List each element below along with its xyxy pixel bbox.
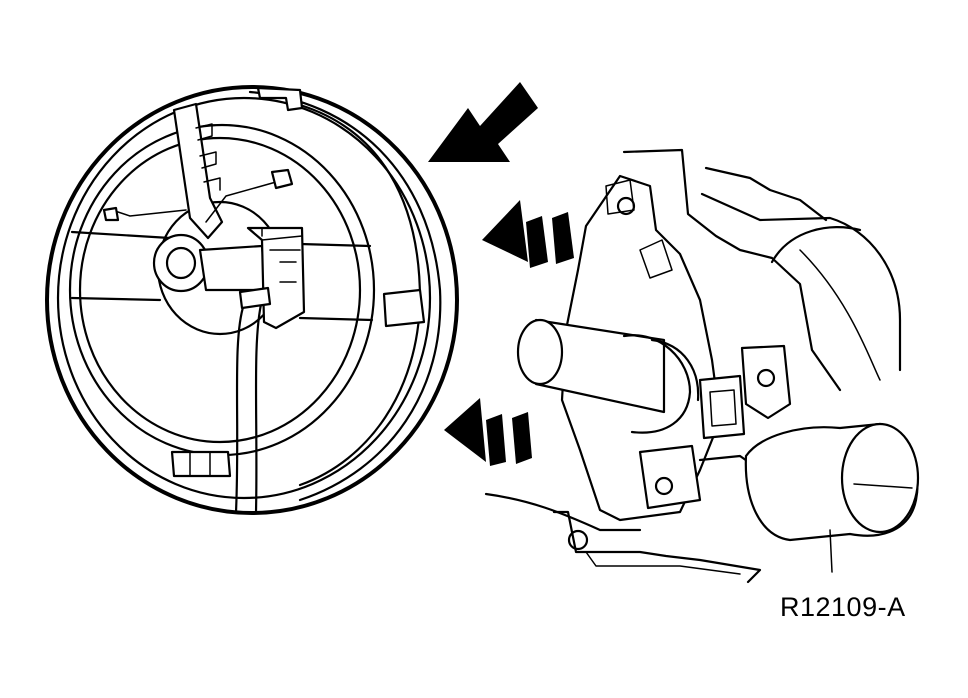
switch-housing [698, 374, 746, 440]
clockspring-inner-ring-inner [78, 136, 362, 444]
dashed-arrow-icon [444, 398, 532, 466]
install-arrow-lower-head [444, 398, 486, 462]
install-arrow-upper [428, 82, 538, 162]
connector-tab [261, 227, 283, 237]
clockspring-housing-ring [56, 96, 432, 500]
wire-left-terminal [102, 206, 120, 222]
hub-arm [198, 244, 268, 292]
wire-upper [205, 181, 277, 223]
install-arrow-lower-dash-1 [486, 414, 506, 466]
column-housing-top [622, 148, 842, 392]
switch-window [709, 389, 737, 427]
band-top-right [298, 242, 372, 248]
retaining-clip-right [382, 288, 426, 328]
steering-column-assembly [484, 148, 920, 584]
switch-screw [756, 368, 776, 388]
column-lower-edge [484, 492, 642, 532]
column-housing-ridge [704, 166, 828, 222]
pigtail-cable-right [254, 298, 264, 514]
lower-mount-screw [654, 476, 674, 496]
cylinder-stem [829, 529, 833, 573]
multi-function-switch [740, 344, 792, 420]
connector-detail [261, 235, 303, 283]
hub-bore [165, 246, 197, 280]
clip-bottom-detail [189, 451, 211, 477]
shroud-diagonal [799, 249, 881, 381]
shaft-collar-edge [650, 338, 700, 402]
lower-mount-block [638, 444, 702, 510]
clockspring-side-wall [248, 90, 442, 502]
pigtail-cable-left [234, 302, 246, 514]
figure-reference-code: R12109-A [780, 592, 906, 622]
pigtail-grommet [238, 286, 272, 310]
wire-upper-terminal [270, 168, 294, 190]
locking-arm-teeth [195, 123, 221, 191]
retaining-clip-top [256, 86, 304, 112]
key-slot [853, 483, 913, 489]
solid-arrow-icon [428, 82, 538, 162]
housing-top-screw [616, 196, 636, 216]
shroud-curve [770, 226, 862, 264]
clockspring-outer-rim [45, 85, 459, 515]
housing-detail-1 [639, 239, 673, 279]
steering-shaft-end [516, 318, 564, 386]
mounting-bracket [552, 510, 762, 584]
hub-boss [152, 233, 210, 293]
band-bottom-right [298, 316, 374, 322]
band-bottom-left [70, 296, 162, 302]
install-arrow-mid-dash-2 [552, 212, 574, 264]
retaining-clip-bottom [170, 450, 232, 478]
clockspring-assembly [45, 85, 459, 515]
install-arrow-mid-head [482, 200, 528, 262]
bracket-bolt-hole [567, 529, 589, 551]
install-arrow-lower-dash-2 [512, 412, 532, 464]
column-shroud [700, 192, 902, 372]
dashed-arrow-icon [482, 200, 574, 268]
wire-left [111, 209, 187, 217]
locking-arm [172, 102, 224, 240]
ignition-cylinder-face [840, 422, 920, 534]
install-arrow-mid-dash-1 [526, 216, 548, 268]
mounting-bracket-lip [585, 551, 741, 575]
band-top-left [70, 230, 172, 240]
